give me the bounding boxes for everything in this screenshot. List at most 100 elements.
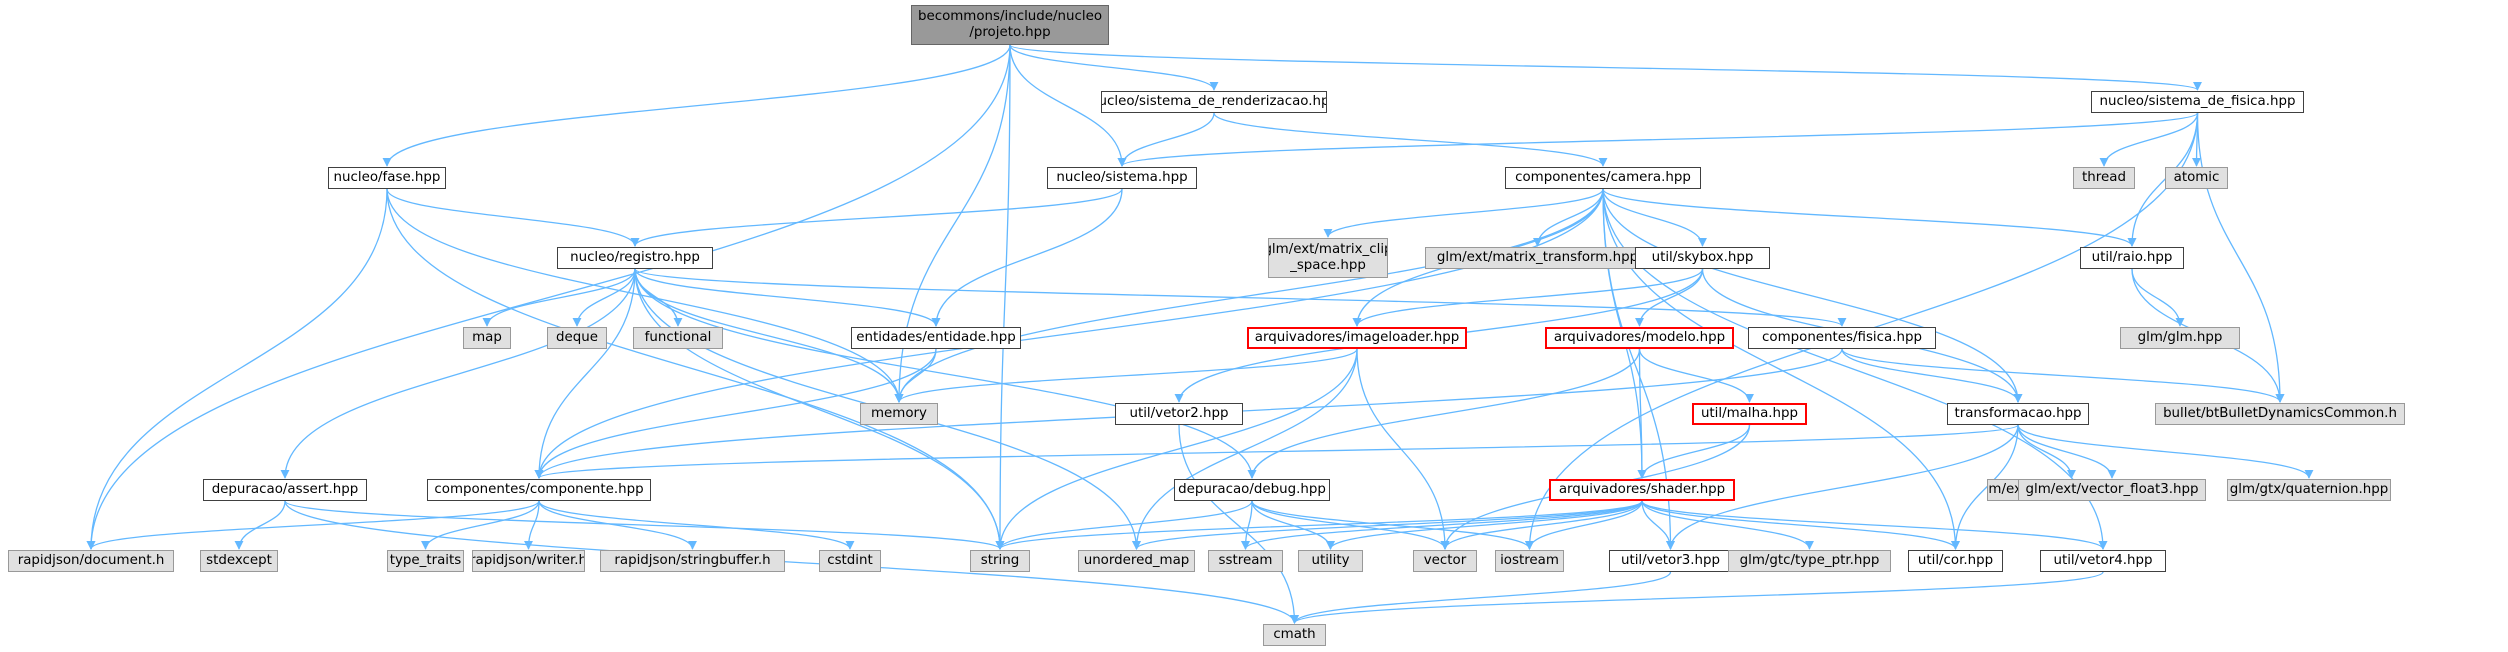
edge-sis_rend-to-camera <box>1213 112 1608 167</box>
node-modelo[interactable]: arquivadores/modelo.hpp <box>1545 327 1734 349</box>
node-registro[interactable]: nucleo/registro.hpp <box>557 247 713 269</box>
edge-shader-to-vector <box>1440 500 1643 550</box>
node-iostream[interactable]: iostream <box>1495 550 1564 572</box>
node-thread[interactable]: thread <box>2073 167 2135 189</box>
edge-registro-to-deque <box>572 268 636 327</box>
node-map[interactable]: map <box>463 327 511 349</box>
node-clip[interactable]: glm/ext/matrix_clip _space.hpp <box>1268 238 1388 278</box>
node-debug[interactable]: depuracao/debug.hpp <box>1174 479 1330 501</box>
edge-imgloader-to-string <box>995 348 1358 550</box>
edge-fase-to-string <box>386 188 1005 550</box>
node-componente[interactable]: componentes/componente.hpp <box>427 479 651 501</box>
node-cmath[interactable]: cmath <box>1263 624 1326 646</box>
edge-modelo-to-debug <box>1247 348 1641 479</box>
edge-transf-to-componente <box>534 424 2019 479</box>
edge-registro-to-componente <box>534 268 636 479</box>
node-sstream[interactable]: sstream <box>1208 550 1283 572</box>
node-cstdint[interactable]: cstdint <box>819 550 881 572</box>
edge-componente-to-document <box>86 500 540 550</box>
node-unordered-map[interactable]: unordered_map <box>1078 550 1195 572</box>
node-sis-fis[interactable]: nucleo/sistema_de_fisica.hpp <box>2091 91 2304 113</box>
edge-assert-to-cmath <box>284 500 1299 624</box>
edge-sis_fis-to-sistema <box>1117 112 2199 167</box>
edge-malha-to-shader <box>1637 424 1751 479</box>
node-bullet[interactable]: bullet/btBulletDynamicsCommon.h <box>2155 403 2405 425</box>
edge-shader-to-typeptr <box>1641 500 1814 550</box>
edge-fase-to-registro <box>386 188 640 247</box>
edge-camera-to-raio <box>1602 188 2137 247</box>
edge-transf-to-quat <box>2017 424 2314 479</box>
edge-projeto-to-sistema <box>1009 44 1127 167</box>
edge-raio-to-glm <box>2131 268 2185 327</box>
node-raio[interactable]: util/raio.hpp <box>2080 247 2184 269</box>
node-vetor4[interactable]: util/vetor4.hpp <box>2040 550 2166 572</box>
node-entidade[interactable]: entidades/entidade.hpp <box>851 327 1021 349</box>
edge-shader-to-iostream <box>1524 500 1643 550</box>
edge-camera-to-componente <box>534 188 1604 479</box>
edge-imgloader-to-unordered_map <box>1131 348 1358 550</box>
node-mtrans[interactable]: glm/ext/matrix_transform.hpp <box>1425 247 1650 269</box>
node-projeto[interactable]: becommons/include/nucleo /projeto.hpp <box>911 5 1109 45</box>
node-malha[interactable]: util/malha.hpp <box>1692 403 1807 425</box>
node-utility[interactable]: utility <box>1298 550 1363 572</box>
node-writer[interactable]: rapidjson/writer.h <box>472 550 585 572</box>
node-assert[interactable]: depuracao/assert.hpp <box>203 479 367 501</box>
node-string[interactable]: string <box>970 550 1030 572</box>
node-type-traits[interactable]: type_traits <box>387 550 464 572</box>
node-typeptr[interactable]: glm/gtc/type_ptr.hpp <box>1728 550 1891 572</box>
edge-imgloader-to-memory <box>894 348 1358 403</box>
edge-skybox-to-imgloader <box>1352 268 1704 327</box>
node-cor[interactable]: util/cor.hpp <box>1908 550 2003 572</box>
edge-projeto-to-document <box>86 44 1011 550</box>
edge-assert-to-stdexcept <box>234 500 286 550</box>
node-vetor2[interactable]: util/vetor2.hpp <box>1115 403 1243 425</box>
edge-registro-to-debug <box>634 268 1257 479</box>
node-vfloat3[interactable]: glm/ext/vector_float3.hpp <box>2018 479 2206 501</box>
node-deque[interactable]: deque <box>547 327 607 349</box>
node-sis-rend[interactable]: nucleo/sistema_de_renderizacao.hpp <box>1101 91 1327 113</box>
edge-projeto-to-sis_rend <box>1009 44 1219 91</box>
node-vetor3[interactable]: util/vetor3.hpp <box>1609 550 1732 572</box>
node-memory[interactable]: memory <box>860 403 938 425</box>
node-imgloader[interactable]: arquivadores/imageloader.hpp <box>1247 327 1467 349</box>
node-quat[interactable]: glm/gtx/quaternion.hpp <box>2227 479 2391 501</box>
edge-debug-to-vector <box>1251 500 1450 550</box>
edge-sis_fis-to-bullet <box>2196 112 2285 403</box>
edge-shader-to-sstream <box>1241 500 1643 550</box>
edge-assert-to-string <box>284 500 1005 550</box>
node-functional[interactable]: functional <box>633 327 723 349</box>
edge-modelo-to-malha <box>1638 348 1755 403</box>
node-stdexcept[interactable]: stdexcept <box>200 550 278 572</box>
edge-registro-to-memory <box>634 268 904 403</box>
edge-sistema-to-registro <box>630 188 1123 247</box>
node-glm[interactable]: glm/glm.hpp <box>2120 327 2240 349</box>
edge-camera-to-transf <box>1602 188 2023 403</box>
node-camera[interactable]: componentes/camera.hpp <box>1505 167 1701 189</box>
edge-shader-to-utility <box>1326 500 1643 550</box>
node-stringbuffer[interactable]: rapidjson/stringbuffer.h <box>600 550 785 572</box>
edge-camera-to-clip <box>1323 188 1604 238</box>
node-fase[interactable]: nucleo/fase.hpp <box>328 167 446 189</box>
edge-vetor2-to-cmath <box>1178 424 1300 624</box>
edge-shader-to-string <box>995 500 1643 550</box>
edge-modelo-to-shader <box>1637 348 1647 479</box>
edge-shader-to-unordered_map <box>1132 500 1643 550</box>
node-shader[interactable]: arquivadores/shader.hpp <box>1549 479 1735 501</box>
edge-transf-to-float4 <box>2017 424 2077 479</box>
edge-camera-to-skybox <box>1602 188 1708 247</box>
edge-transf-to-vetor3 <box>1665 424 2019 550</box>
node-atomic[interactable]: atomic <box>2165 167 2228 189</box>
node-skybox[interactable]: util/skybox.hpp <box>1635 247 1770 269</box>
edge-shader-to-vetor4 <box>1641 500 2108 550</box>
node-sistema[interactable]: nucleo/sistema.hpp <box>1047 167 1197 189</box>
edge-projeto-to-string <box>995 44 1011 550</box>
node-vector[interactable]: vector <box>1413 550 1477 572</box>
node-transf[interactable]: transformacao.hpp <box>1947 403 2089 425</box>
edge-shader-to-cor <box>1641 500 1960 550</box>
node-fisica[interactable]: componentes/fisica.hpp <box>1748 327 1936 349</box>
node-document[interactable]: rapidjson/document.h <box>8 550 174 572</box>
edge-fase-to-document <box>86 188 388 550</box>
edge-componente-to-stringbuffer <box>538 500 697 550</box>
